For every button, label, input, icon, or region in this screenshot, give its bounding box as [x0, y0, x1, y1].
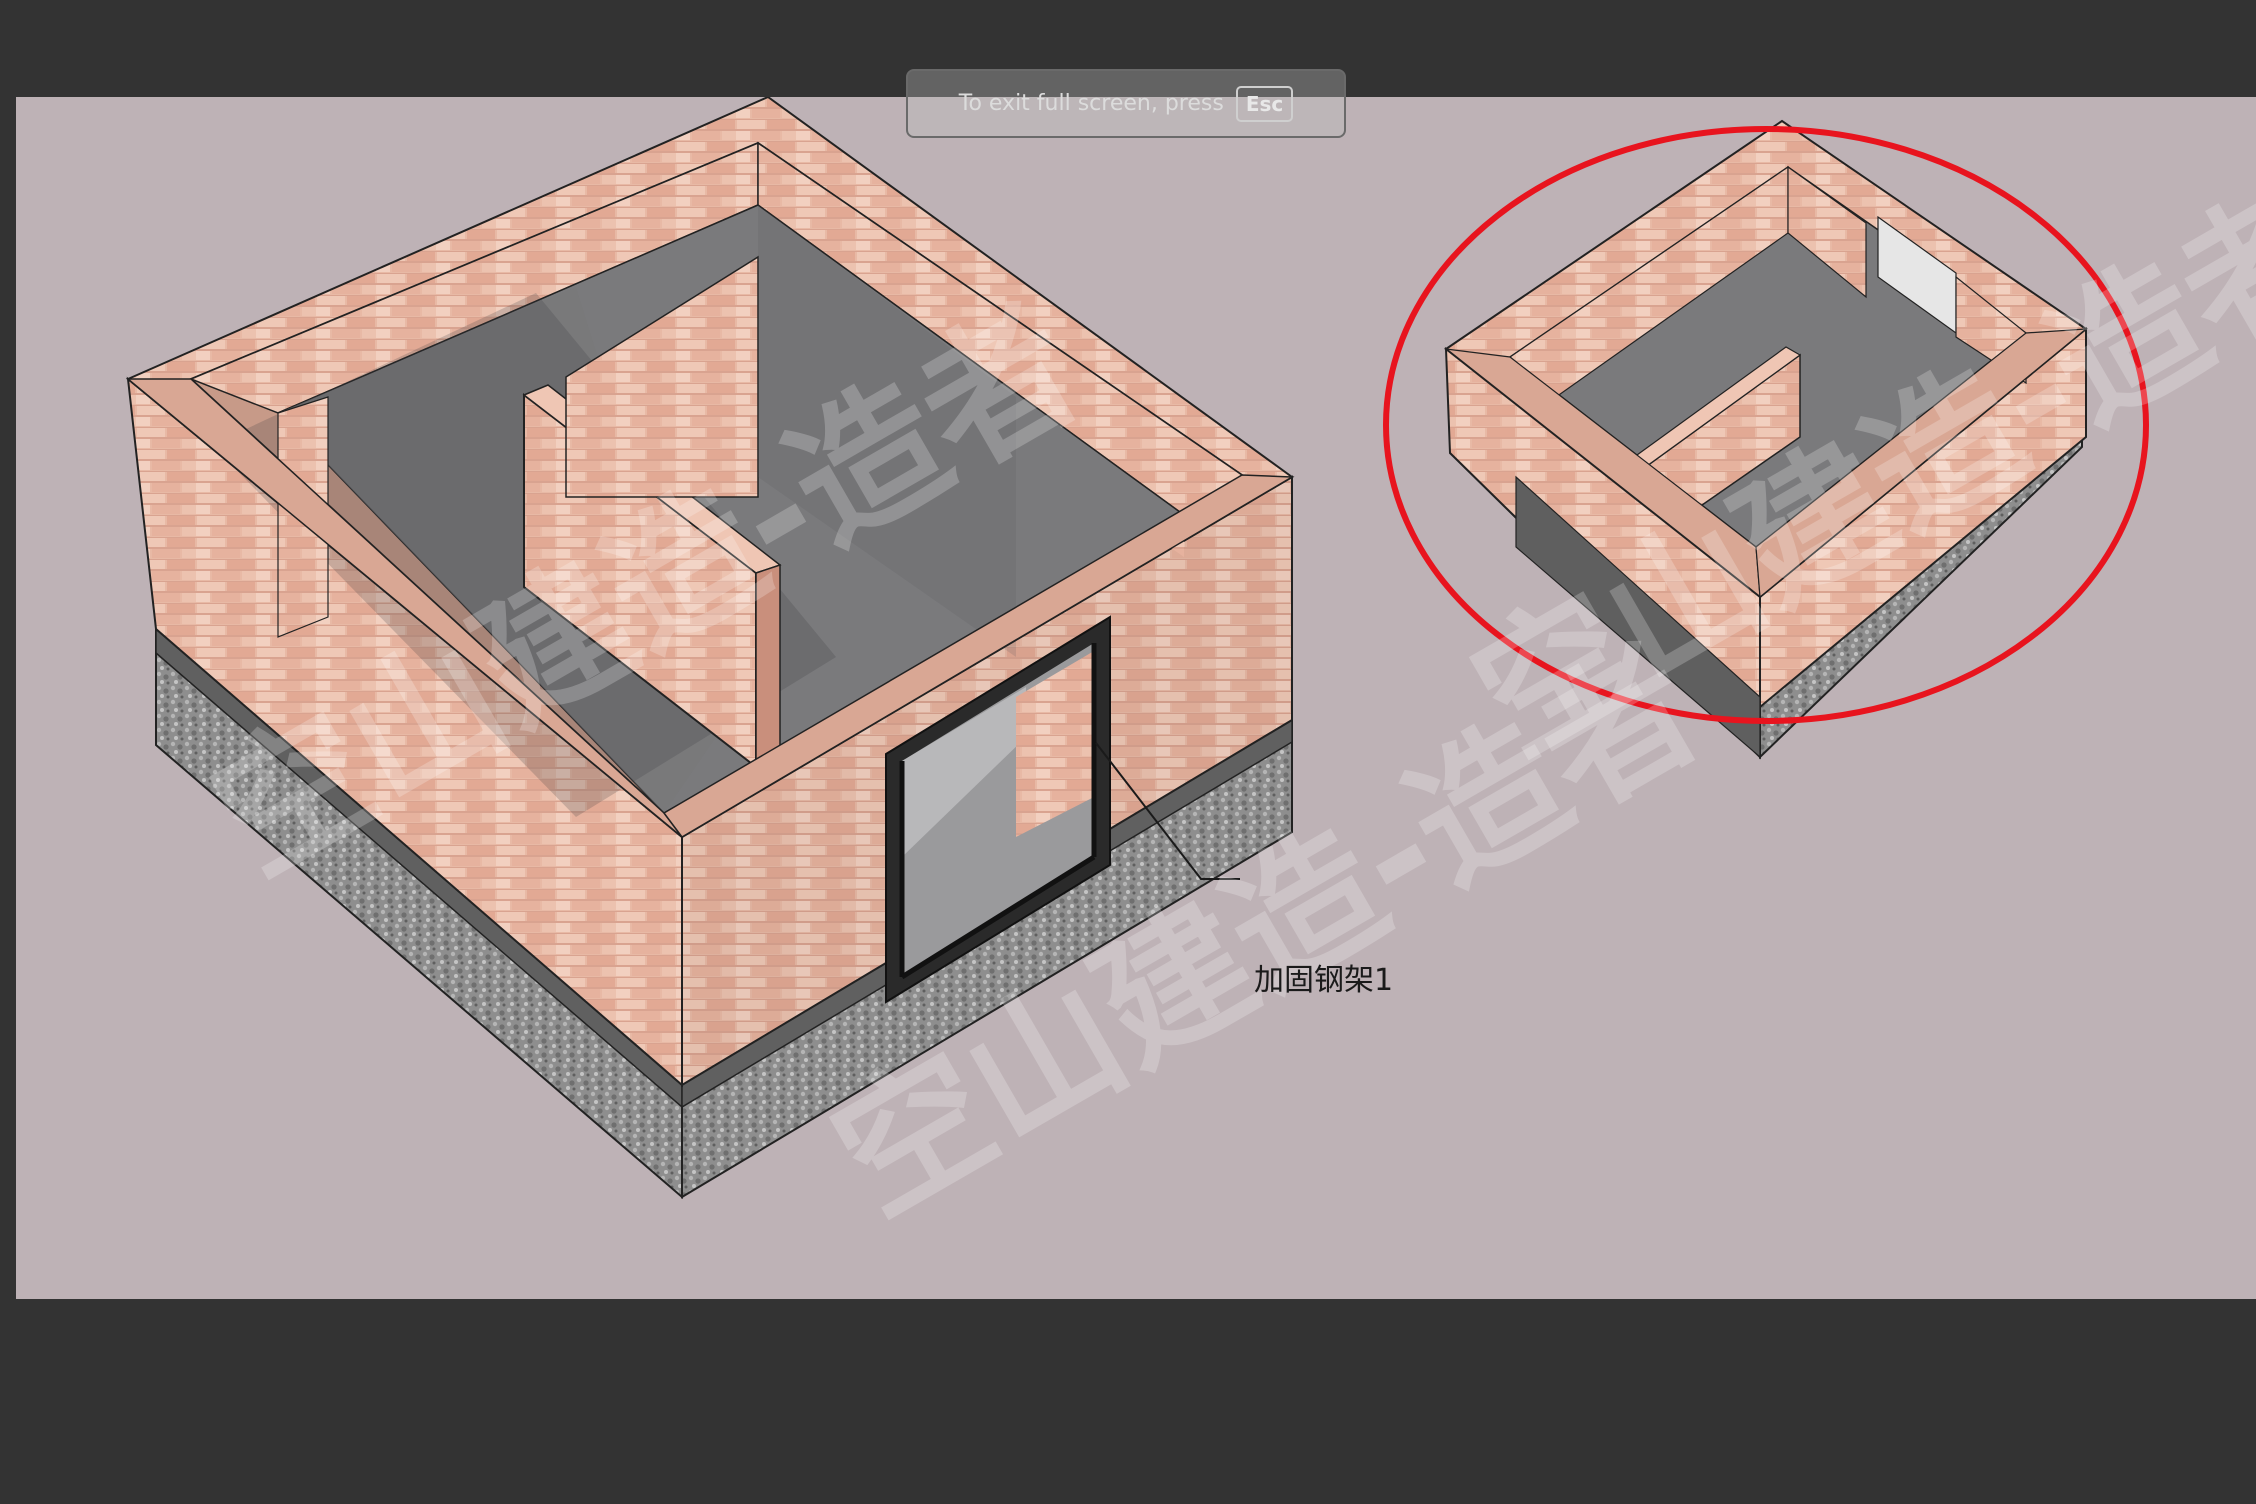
model-scene: 空山建造-造者 空山建造-造者 空山建造-造者 [125, 97, 2256, 1248]
model-viewport[interactable]: 空山建造-造者 空山建造-造者 空山建造-造者 加固钢架1 [16, 97, 2256, 1299]
fullscreen-exit-notice: To exit full screen, press Esc [906, 69, 1346, 138]
highlight-circle [1383, 126, 2149, 724]
inset-model [1443, 119, 2088, 760]
main-model [125, 97, 1295, 1200]
esc-key: Esc [1235, 85, 1294, 122]
annotation-label: 加固钢架1 [1254, 963, 1394, 998]
fullscreen-message: To exit full screen, press [958, 91, 1224, 116]
